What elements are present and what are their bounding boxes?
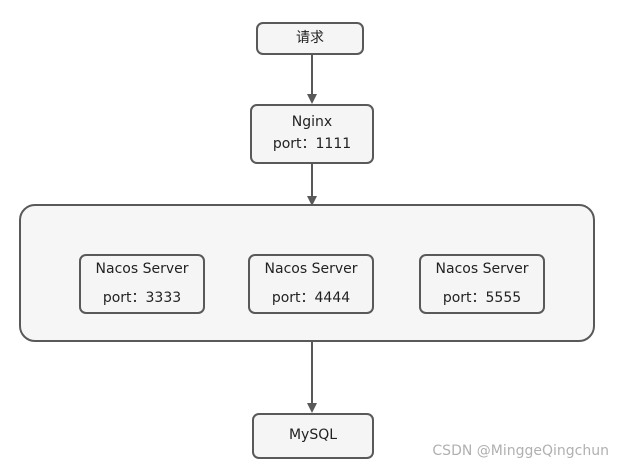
server-1-port: port：3333: [102, 289, 182, 306]
server-1-name: Nacos Server: [95, 260, 189, 277]
mysql-label: MySQL: [288, 427, 338, 444]
watermark-text: CSDN @MinggeQingchun: [432, 443, 609, 459]
server-2-port: port：4444: [271, 289, 351, 306]
request-node: 请求: [256, 22, 364, 55]
nacos-server-node-3: Nacos Server port：5555: [419, 254, 545, 314]
server-3-name: Nacos Server: [435, 260, 529, 277]
nginx-node: Nginx port：1111: [250, 104, 374, 164]
nacos-server-node-2: Nacos Server port：4444: [248, 254, 374, 314]
nginx-name: Nginx: [291, 114, 333, 131]
server-3-port: port：5555: [442, 289, 522, 306]
nginx-port: port：1111: [272, 136, 352, 152]
mysql-node: MySQL: [252, 413, 374, 459]
nacos-server-node-1: Nacos Server port：3333: [79, 254, 205, 314]
server-2-name: Nacos Server: [264, 260, 358, 277]
request-label: 请求: [296, 29, 324, 46]
